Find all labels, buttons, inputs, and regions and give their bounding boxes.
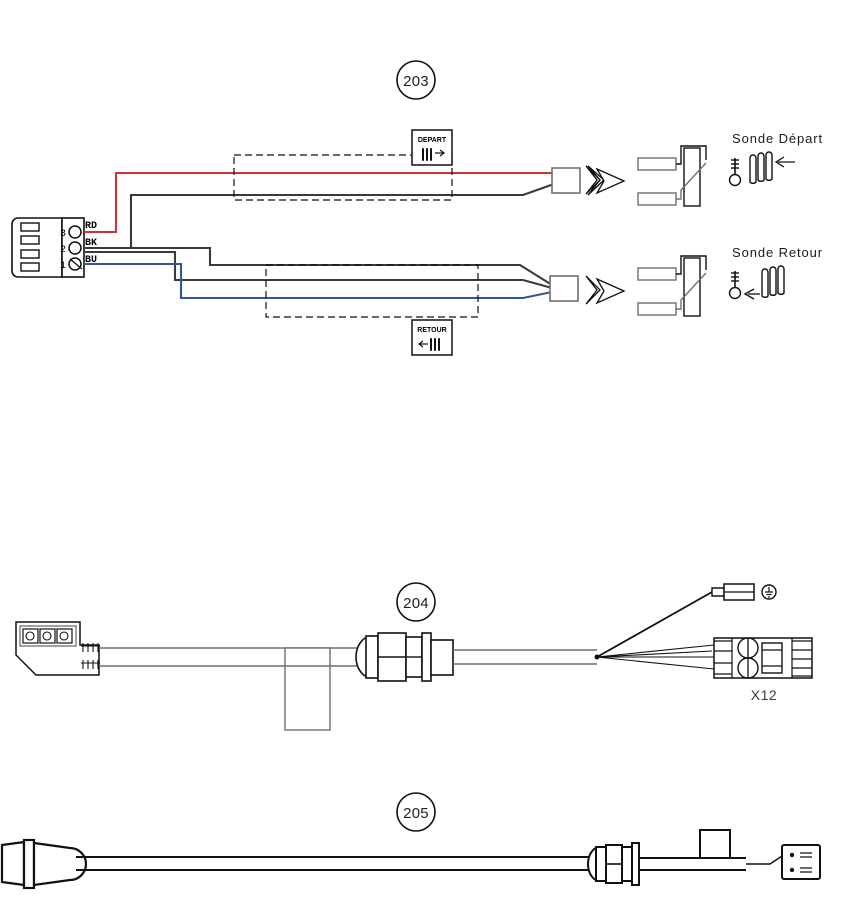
probe-tip-connector[interactable] (0, 838, 88, 890)
pin-number-1: 1 (60, 261, 66, 272)
plug-pin (789, 867, 795, 873)
wire-blue-bu (84, 262, 553, 300)
crimp-teeth (81, 643, 100, 652)
assembly-203: 203 3 2 1 (11, 60, 823, 356)
pin-circle-3[interactable] (68, 225, 82, 239)
retour-flow-box: RETOUR (411, 319, 453, 356)
cable-gland-fitting-205 (587, 842, 640, 886)
cable-marker-sleeve (284, 647, 331, 731)
retour-arrow-icon (418, 340, 428, 348)
pin-number-2: 2 (60, 245, 66, 256)
tag-bubble-205: 205 (396, 792, 436, 832)
depart-flow-box: DEPART (411, 129, 453, 166)
wire-code-bu: BU (85, 255, 97, 266)
wire-code-bk: BK (85, 238, 97, 249)
junction-block-retour (549, 275, 579, 302)
terminal-block-3pin[interactable]: 3 2 1 (11, 217, 85, 278)
sonde-retour-label: Sonde Retour (732, 245, 823, 260)
assembly-205: 205 (0, 792, 821, 890)
wire-code-rd: RD (85, 221, 97, 232)
crimp-teeth (81, 660, 100, 669)
sonde-depart-label: Sonde Départ (732, 131, 823, 146)
wire-black-retour-b (131, 246, 553, 286)
radiator-fins-icon (422, 148, 432, 161)
cable-gland-fitting (355, 632, 454, 682)
bundle-outline-retour (265, 264, 479, 318)
pin-circle-2[interactable] (68, 241, 82, 255)
tag-number-204: 204 (403, 595, 429, 612)
pin-number-3: 3 (60, 229, 66, 240)
sonde-depart-icon (728, 151, 795, 187)
sonde-retour-icon (728, 265, 785, 300)
connector-x12[interactable] (713, 637, 813, 679)
junction-block-depart (551, 167, 581, 194)
assembly-204: 204 (15, 582, 813, 731)
wire-black-retour-a (84, 250, 553, 290)
wire-ground-branch (596, 591, 713, 658)
wire-black-depart (84, 183, 555, 250)
earth-terminal (711, 583, 777, 601)
retour-flow-box-label: RETOUR (417, 327, 446, 334)
plug-2pin[interactable] (781, 844, 821, 880)
cable-marker-sleeve-205 (699, 829, 731, 859)
earth-icon (765, 587, 773, 598)
depart-arrow-icon (435, 149, 445, 157)
connector-slot (20, 235, 40, 245)
sensor-terminal-depart (637, 145, 707, 207)
expand-arrow-icon (585, 275, 601, 305)
connector-slot (20, 262, 40, 272)
tag-bubble-204: 204 (396, 582, 436, 622)
wire-fan-x12 (596, 644, 715, 670)
plug-pin (789, 852, 795, 858)
connector-slot (20, 222, 40, 232)
connector-slot (20, 249, 40, 259)
tag-number-205: 205 (403, 805, 429, 822)
sensor-terminal-retour (637, 255, 707, 317)
depart-flow-box-label: DEPART (418, 137, 447, 144)
radiator-fins-icon (430, 338, 440, 351)
lead-to-plug (746, 855, 783, 865)
connector-x12-label: X12 (751, 687, 777, 703)
wire-red-rd (84, 171, 554, 234)
tag-number-203: 203 (403, 73, 429, 90)
tag-bubble-203: 203 (396, 60, 436, 100)
connector-3way-socket[interactable] (15, 621, 100, 676)
